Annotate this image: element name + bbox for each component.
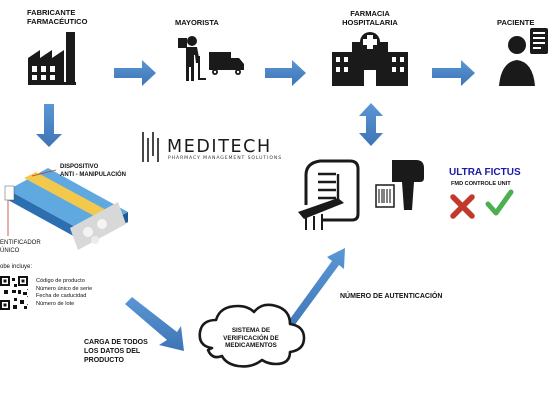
node-fabricante-label: FABRICANTE FARMACÉUTICO [27, 8, 88, 26]
brand-name: MEDITECH [167, 137, 272, 157]
arrow-farmacia-paciente [432, 60, 475, 86]
node-mayorista-label: MAYORISTA [175, 18, 219, 27]
ultra-subtitle: FMD CONTROLE UNIT [451, 181, 511, 187]
arrow-fabricante-down [36, 104, 62, 147]
arrow-carga [125, 297, 184, 351]
arrow-fabricante-mayorista [114, 60, 156, 86]
scanner-info-item: Fecha de caducidad [36, 293, 92, 301]
ultra-title: ULTRA FICTUS [449, 167, 521, 178]
brand-tagline: PHARMACY MANAGEMENT SOLUTIONS [168, 156, 283, 161]
scanner-info-item: Número único de serie [36, 286, 92, 294]
arrow-mayorista-farmacia [265, 60, 306, 86]
node-paciente-label: PACIENTE [497, 18, 535, 27]
node-farmacia-label: FARMACIA HOSPITALARIA [342, 9, 398, 27]
numero-label: NÚMERO DE AUTENTICACIÓN [340, 293, 443, 300]
identificador-label: ENTIFICADOR ÚNICO [0, 240, 41, 254]
scanner-info-title: obe incluye: [0, 264, 33, 270]
cloud-label: SISTEMA DE VERIFICACIÓN DE MEDICAMENTOS [223, 327, 279, 349]
scanner-info-item: Número de lote [36, 301, 92, 309]
scanner-info-item: Código de producto [36, 278, 92, 286]
arrow-numero [278, 248, 345, 339]
arrow-farmacia-scanner [359, 103, 383, 146]
carga-label: CARGA DE TODOS LOS DATOS DEL PRODUCTO [84, 339, 148, 364]
dispositivo-label: DISPOSITIVO ANTI - MANIPULACIÓN [60, 164, 126, 178]
scanner-info-list: Código de producto Número único de serie… [26, 278, 92, 308]
